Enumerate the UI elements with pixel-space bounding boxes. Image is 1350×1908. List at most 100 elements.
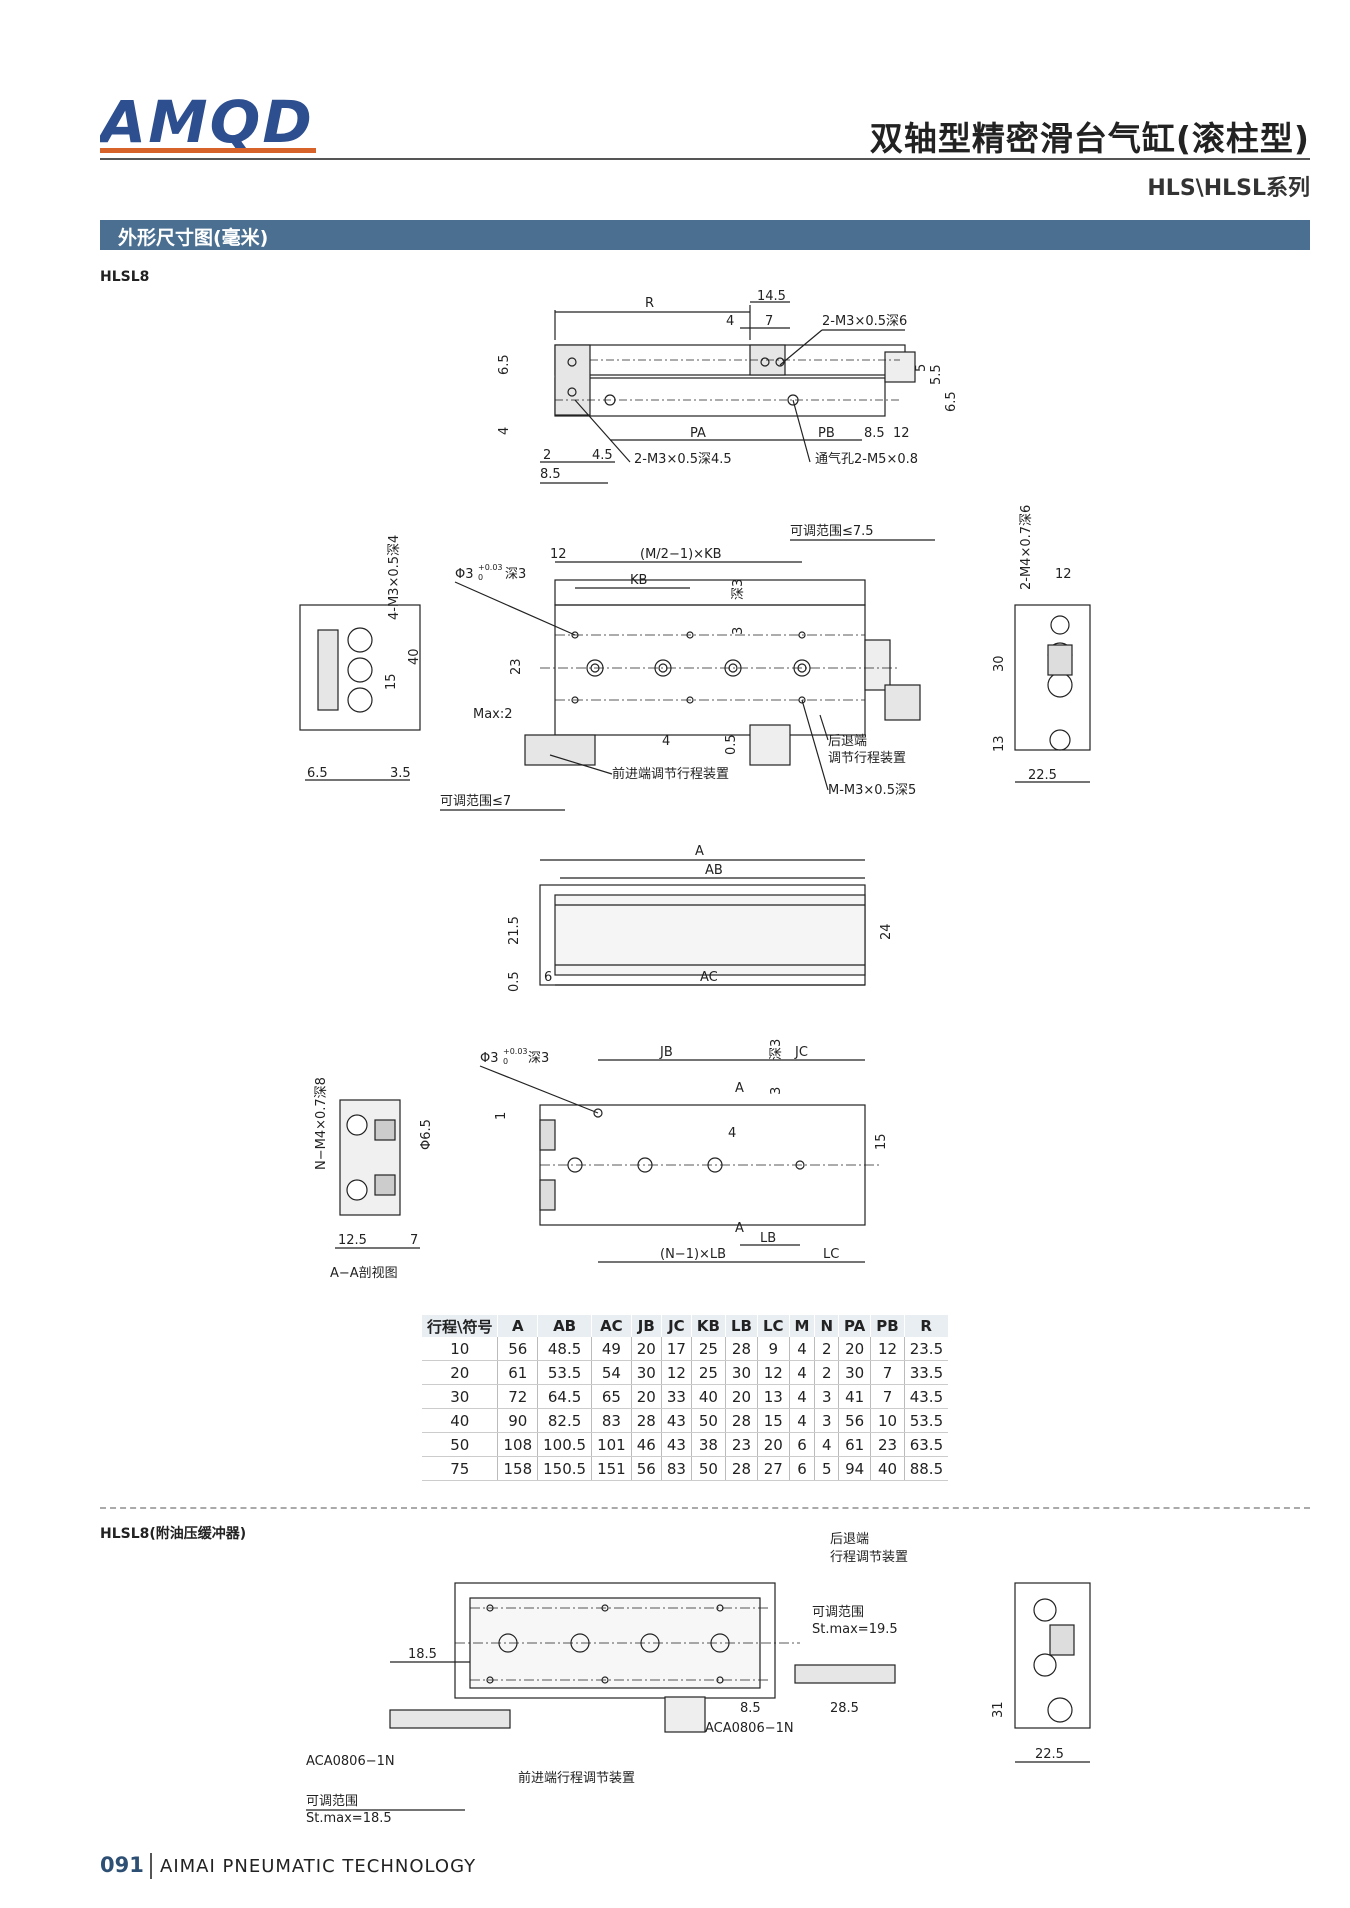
aca-right-label: ACA0806−1N <box>705 1721 794 1736</box>
vent-label: 通气孔2-M5×0.8 <box>815 451 918 467</box>
table-cell: 50 <box>691 1408 726 1433</box>
dim-0-5-bottom: 0.5 <box>507 971 522 992</box>
phi3-tol: +0.03 <box>478 563 503 572</box>
phi3-under-tol: +0.03 <box>503 1047 528 1056</box>
table-cell: 63.5 <box>904 1432 949 1457</box>
dim-PB: PB <box>818 426 835 441</box>
table-cell: 20 <box>422 1360 499 1385</box>
dim-14-5: 14.5 <box>757 289 786 304</box>
dim-28-5-shock: 28.5 <box>830 1701 859 1716</box>
section-bar: 外形尺寸图(毫米) <box>100 220 1310 250</box>
table-cell: 12 <box>661 1360 692 1385</box>
dim-12-5-section: 12.5 <box>338 1233 367 1248</box>
dim-31-shock: 31 <box>991 1701 1006 1718</box>
dim-7: 7 <box>765 314 773 329</box>
dim-LB: LB <box>760 1231 776 1246</box>
table-cell: 50 <box>422 1432 499 1457</box>
table-cell: 20 <box>838 1337 872 1361</box>
dim-30-right: 30 <box>992 655 1007 672</box>
dim-R: R <box>645 296 654 311</box>
adj-label-left: 可调范围 <box>306 1794 358 1809</box>
table-cell: 9 <box>757 1337 790 1361</box>
table-cell: 54 <box>591 1360 632 1385</box>
table-cell: 48.5 <box>537 1337 593 1361</box>
table-cell: 94 <box>838 1456 872 1481</box>
table-cell: 28 <box>631 1408 662 1433</box>
table-cell: 75 <box>422 1456 499 1481</box>
section-thread-label: N−M4×0.7深8 <box>314 1077 329 1170</box>
table-cell: 83 <box>661 1456 692 1481</box>
table-cell: 61 <box>838 1432 872 1457</box>
table-cell: 49 <box>591 1337 632 1361</box>
mm3-thread-label: M-M3×0.5深5 <box>828 783 916 798</box>
dim-8-5-bottom: 8.5 <box>540 467 561 482</box>
dim-5-right: 5 <box>914 364 929 372</box>
dim-4-left: 4 <box>497 427 512 435</box>
table-cell: 7 <box>870 1384 905 1409</box>
section-title: 外形尺寸图(毫米) <box>118 227 269 249</box>
table-cell: 25 <box>691 1360 726 1385</box>
series-title: HLS\HLSL系列 <box>1147 176 1310 201</box>
front-adjust-label-shock: 前进端行程调节装置 <box>518 1770 635 1786</box>
dim-MKB: (M/2−1)×KB <box>640 547 722 562</box>
table-cell: 30 <box>838 1360 872 1385</box>
dim-A-bottom: A <box>695 844 704 859</box>
phi3-under-label: Φ3 <box>480 1051 499 1066</box>
dim-LC: LC <box>823 1247 839 1262</box>
table-cell: 40 <box>870 1456 905 1481</box>
dim-4-front: 4 <box>662 734 670 749</box>
table-cell: 4 <box>814 1432 840 1457</box>
dim-12-front: 12 <box>550 547 567 562</box>
dim-12-right: 12 <box>1055 567 1072 582</box>
table-cell: 25 <box>691 1337 726 1361</box>
front-adjust-label: 前进端调节行程装置 <box>612 766 729 782</box>
table-cell: 43 <box>661 1408 692 1433</box>
thread-top-label: 2-M3×0.5深6 <box>822 314 907 329</box>
header-rule <box>100 158 1310 160</box>
table-cell: 108 <box>497 1432 539 1457</box>
table-cell: 40 <box>422 1408 499 1433</box>
table-header-cell: JC <box>661 1315 692 1337</box>
table-header-cell: LC <box>757 1315 790 1337</box>
dim-6-5-left: 6.5 <box>497 354 512 375</box>
dim-4-5: 4.5 <box>592 448 613 463</box>
table-cell: 53.5 <box>904 1408 949 1433</box>
side-thread-label: 4-M3×0.5深4 <box>387 535 402 620</box>
table-cell: 65 <box>591 1384 632 1409</box>
table-header-cell: M <box>789 1315 816 1337</box>
table-cell: 4 <box>789 1408 816 1433</box>
page-number: 091 <box>100 1853 144 1877</box>
dim-3-under: 3 <box>769 1087 784 1095</box>
dim-40-side: 40 <box>407 648 422 665</box>
table-cell: 20 <box>631 1384 662 1409</box>
logo-underline <box>100 148 316 153</box>
phi3-under-deep: 深3 <box>528 1051 549 1066</box>
table-cell: 150.5 <box>537 1456 593 1481</box>
section-mark-A-bottom: A <box>735 1221 744 1236</box>
drawing-shock-absorber: 后退端 行程调节装置 可调范围 St.max=19.5 18.5 8.5 28.… <box>306 1532 1091 1826</box>
dim-6-bottom: 6 <box>544 970 552 985</box>
table-cell: 20 <box>631 1337 662 1361</box>
table-cell: 56 <box>838 1408 872 1433</box>
phi3-tol0: 0 <box>478 573 483 582</box>
dim-deep3-vertical: 深3 <box>731 579 746 600</box>
model-label: HLSL8 <box>100 269 150 285</box>
dim-0-5-front: 0.5 <box>724 734 739 755</box>
table-header-cell: LB <box>725 1315 758 1337</box>
table-cell: 56 <box>631 1456 662 1481</box>
dim-PA: PA <box>690 426 706 441</box>
table-cell: 27 <box>757 1456 790 1481</box>
aca-left-label: ACA0806−1N <box>306 1754 395 1769</box>
table-cell: 10 <box>870 1408 905 1433</box>
adjust-front-label: 可调范围≤7 <box>440 794 511 809</box>
dim-3-5-side: 3.5 <box>390 766 411 781</box>
dim-12: 12 <box>893 426 910 441</box>
table-cell: 33.5 <box>904 1360 949 1385</box>
dim-15-under: 15 <box>874 1133 889 1150</box>
max2-label: Max:2 <box>473 707 513 722</box>
